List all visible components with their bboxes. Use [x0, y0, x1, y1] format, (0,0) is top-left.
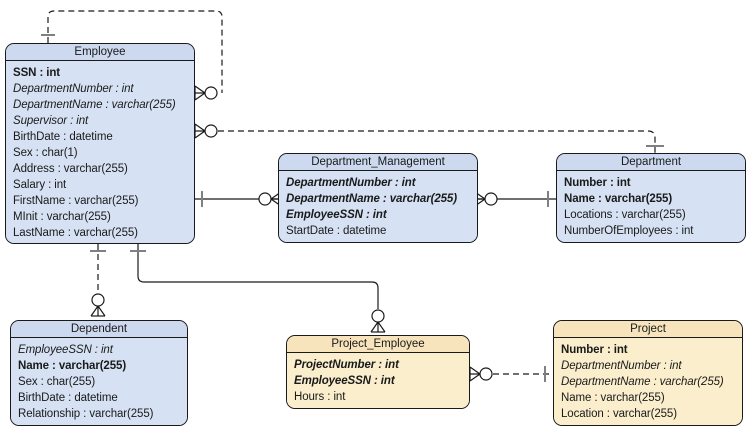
entity-attribute-list: EmployeeSSN : int Name : varchar(255) Se… — [11, 338, 187, 425]
attribute-row: EmployeeSSN : int — [286, 209, 387, 221]
attribute-row: Location : varchar(255) — [561, 408, 677, 420]
attribute-row: Relationship : varchar(255) — [18, 408, 154, 420]
attribute-row: ProjectNumber : int — [294, 359, 399, 371]
entity-title: Dependent — [11, 321, 187, 338]
attribute-row: Name : varchar(255) — [564, 193, 673, 205]
attribute-row: DepartmentName : varchar(255) — [286, 193, 457, 205]
entity-employee[interactable]: Employee SSN : int DepartmentNumber : in… — [5, 43, 195, 244]
attribute-row: Name : varchar(255) — [561, 392, 665, 404]
attribute-row: DepartmentName : varchar(255) — [561, 376, 724, 388]
edge-project-employee-project[interactable] — [469, 366, 553, 382]
attribute-row: Name : varchar(255) — [18, 360, 127, 372]
attribute-row: DepartmentNumber : int — [13, 83, 134, 95]
attribute-row: LastName : varchar(255) — [13, 227, 138, 239]
attribute-row: BirthDate : datetime — [18, 392, 118, 404]
entity-title: Project_Employee — [287, 336, 469, 353]
attribute-row: EmployeeSSN : int — [294, 375, 395, 387]
attribute-row: Hours : int — [294, 391, 346, 403]
attribute-row: EmployeeSSN : int — [18, 344, 113, 356]
attribute-row: NumberOfEmployees : int — [564, 225, 694, 237]
attribute-row: BirthDate : datetime — [13, 131, 113, 143]
entity-title: Department_Management — [279, 154, 477, 171]
entity-attribute-list: ProjectNumber : int EmployeeSSN : int Ho… — [287, 353, 469, 408]
attribute-row: Sex : char(1) — [13, 147, 78, 159]
edge-employee-dependent[interactable] — [90, 244, 106, 317]
attribute-row: Locations : varchar(255) — [564, 209, 686, 221]
entity-attribute-list: SSN : int DepartmentNumber : int Departm… — [6, 61, 194, 243]
entity-attribute-list: DepartmentNumber : int DepartmentName : … — [279, 171, 477, 242]
entity-project-employee[interactable]: Project_Employee ProjectNumber : int Emp… — [286, 335, 470, 409]
entity-title: Employee — [6, 44, 194, 61]
attribute-row: Salary : int — [13, 179, 67, 191]
attribute-row: Address : varchar(255) — [13, 163, 128, 175]
attribute-row: FirstName : varchar(255) — [13, 195, 139, 207]
entity-project[interactable]: Project Number : int DepartmentNumber : … — [553, 320, 743, 426]
attribute-row: StartDate : datetime — [286, 225, 387, 237]
attribute-row: Number : int — [561, 344, 628, 356]
attribute-row: DepartmentNumber : int — [561, 360, 682, 372]
edge-employee-department[interactable] — [194, 123, 664, 153]
entity-dependent[interactable]: Dependent EmployeeSSN : int Name : varch… — [10, 320, 188, 426]
attribute-row: SSN : int — [13, 67, 61, 79]
edge-employee-project-employee[interactable] — [130, 244, 386, 333]
attribute-row: Supervisor : int — [13, 115, 89, 127]
entity-department-management[interactable]: Department_Management DepartmentNumber :… — [278, 153, 478, 243]
entity-title: Project — [554, 321, 742, 338]
attribute-row: DepartmentNumber : int — [286, 177, 416, 189]
entity-title: Department — [557, 154, 745, 171]
attribute-row: MInit : varchar(255) — [13, 211, 111, 223]
entity-attribute-list: Number : int Name : varchar(255) Locatio… — [557, 171, 745, 242]
entity-department[interactable]: Department Number : int Name : varchar(2… — [556, 153, 746, 243]
entity-attribute-list: Number : int DepartmentNumber : int Depa… — [554, 338, 742, 425]
attribute-row: Number : int — [564, 177, 631, 189]
attribute-row: Sex : char(255) — [18, 376, 96, 388]
attribute-row: DepartmentName : varchar(255) — [13, 99, 176, 111]
edge-department-management-department[interactable] — [474, 191, 556, 207]
edge-employee-department-management[interactable] — [195, 191, 282, 207]
